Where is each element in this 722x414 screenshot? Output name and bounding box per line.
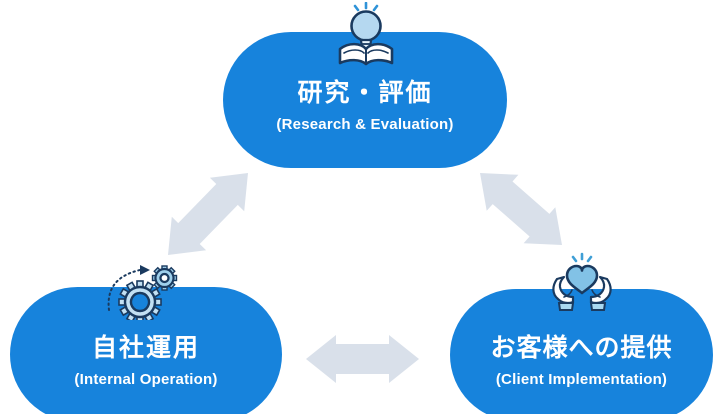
hands-heart-icon: [552, 252, 612, 311]
double-arrow-research-client: [480, 173, 562, 245]
sparkle-rays: [571, 252, 593, 263]
node-internal-title-ja: 自社運用: [91, 333, 200, 362]
large-gear: [118, 280, 162, 320]
left-hand: [552, 275, 575, 311]
double-arrow-research-internal: [168, 173, 248, 255]
node-research-title-ja: 研究・評価: [297, 79, 433, 107]
double-arrow-internal-client: [306, 335, 419, 383]
right-hand: [589, 275, 612, 311]
gears-icon: [107, 265, 178, 320]
node-client-title-en: (Client Implementation): [495, 371, 668, 388]
node-client-title-ja: お客様への提供: [490, 334, 673, 362]
small-gear: [151, 265, 178, 291]
node-client-implementation: お客様への提供 (Client Implementation): [450, 289, 713, 414]
lightbulb-book-icon: [338, 2, 394, 66]
node-internal-title-en: (Internal Operation): [74, 370, 218, 388]
node-research-title-en: (Research & Evaluation): [276, 116, 454, 133]
node-research: 研究・評価 (Research & Evaluation): [223, 32, 507, 168]
sparkle-rays: [353, 2, 379, 12]
